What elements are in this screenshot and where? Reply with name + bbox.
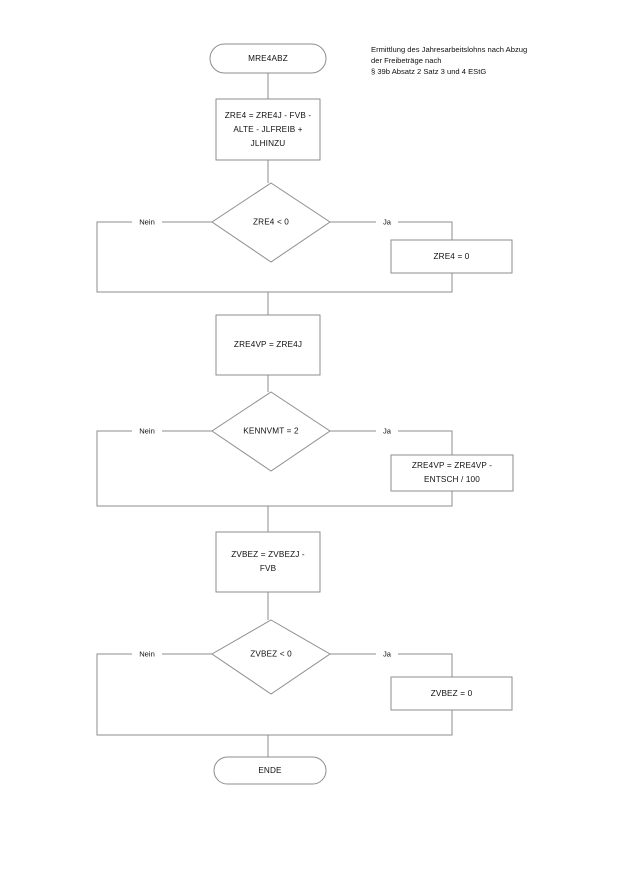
connector-zre4zero-to-merge (268, 273, 453, 293)
edge-label-bg-d1-no (132, 215, 162, 229)
diagram-title-note: Ermittlung des Jahresarbeitslohns nach A… (371, 44, 586, 78)
edge-label-decision2-no: Nein (139, 427, 155, 436)
start-terminal-shape (209, 43, 327, 74)
process-zre4-calc-line-1: ZRE4 = ZRE4J - FVB - (225, 111, 312, 120)
process-zvbez-calc-line-2: FVB (260, 564, 277, 573)
node-end-terminal[interactable]: ENDE (213, 756, 327, 785)
process-zre4vp-entsch-line-1: ZRE4VP = ZRE4VP - (412, 461, 492, 470)
node-start-terminal[interactable]: MRE4ABZ (209, 43, 327, 74)
node-process-zre4-calc[interactable]: ZRE4 = ZRE4J - FVB - ALTE - JLFREIB + JL… (215, 98, 321, 161)
edge-label-bg-d1-yes (376, 215, 398, 229)
process-zre4vp-entsch-shape (390, 454, 514, 492)
decision-kennvmt-label: KENNVMT = 2 (243, 427, 299, 436)
decision-zvbez-lt-zero-shape (211, 619, 331, 695)
process-zre4vp-entsch-line-2: ENTSCH / 100 (424, 475, 480, 484)
connector-decision1-yes (330, 221, 453, 240)
process-zre4-calc-line-3: JLHINZU (251, 139, 286, 148)
node-process-zre4vp-assign[interactable]: ZRE4VP = ZRE4J (215, 314, 321, 376)
process-zre4-calc-shape (215, 98, 321, 161)
process-zvbez-calc-shape (215, 531, 321, 593)
process-zre4-calc-line-2: ALTE - JLFREIB + (233, 125, 302, 134)
node-decision-kennvmt[interactable]: KENNVMT = 2 (211, 391, 331, 472)
diagram-title-note-line-1: Ermittlung des Jahresarbeitslohns nach A… (371, 45, 528, 54)
edge-label-decision3-yes: Ja (383, 650, 392, 659)
edge-label-group: Nein Ja Nein Ja Nein Ja (132, 215, 398, 661)
edge-label-decision1-yes: Ja (383, 218, 392, 227)
node-decision-zre4-lt-zero[interactable]: ZRE4 < 0 (211, 182, 331, 263)
edge-label-bg-d2-yes (376, 424, 398, 438)
process-zre4-zero-shape (390, 239, 513, 274)
decision-zre4-lt-zero-shape (211, 182, 331, 263)
process-zvbez-calc-line-1: ZVBEZ = ZVBEZJ - (231, 550, 305, 559)
edge-label-decision2-yes: Ja (383, 427, 392, 436)
process-zre4vp-assign-label: ZRE4VP = ZRE4J (234, 340, 302, 349)
start-terminal-label: MRE4ABZ (248, 54, 288, 63)
edge-label-bg-d3-yes (376, 647, 398, 661)
decision-zvbez-lt-zero-label: ZVBEZ < 0 (250, 650, 292, 659)
node-process-zre4vp-entsch[interactable]: ZRE4VP = ZRE4VP - ENTSCH / 100 (390, 454, 514, 492)
node-process-zvbez-calc[interactable]: ZVBEZ = ZVBEZJ - FVB (215, 531, 321, 593)
diagram-title-note-line-3: § 39b Absatz 2 Satz 3 und 4 EStG (371, 67, 487, 77)
connector-decision2-yes (330, 430, 453, 455)
process-zvbez-zero-shape (390, 676, 513, 711)
end-terminal-label: ENDE (258, 766, 282, 775)
node-process-zre4-zero[interactable]: ZRE4 = 0 (390, 239, 513, 274)
diagram-title-note-line-2: der Freibeträge nach (371, 56, 442, 66)
node-process-zvbez-zero[interactable]: ZVBEZ = 0 (390, 676, 513, 711)
process-zre4vp-assign-shape (215, 314, 321, 376)
decision-kennvmt-shape (211, 391, 331, 472)
end-terminal-shape (213, 756, 327, 785)
process-zvbez-zero-label: ZVBEZ = 0 (431, 689, 473, 698)
node-decision-zvbez-lt-zero[interactable]: ZVBEZ < 0 (211, 619, 331, 695)
process-zre4-zero-label: ZRE4 = 0 (433, 252, 469, 261)
connector-zre4vp-to-merge (268, 491, 453, 507)
connector-zvbezzero-to-merge (268, 710, 453, 736)
edge-label-bg-d3-no (132, 647, 162, 661)
edge-label-bg-d2-no (132, 424, 162, 438)
decision-zre4-lt-zero-label: ZRE4 < 0 (253, 218, 289, 227)
edge-label-decision3-no: Nein (139, 650, 155, 659)
edge-label-decision1-no: Nein (139, 218, 155, 227)
connector-decision3-yes (330, 653, 453, 677)
